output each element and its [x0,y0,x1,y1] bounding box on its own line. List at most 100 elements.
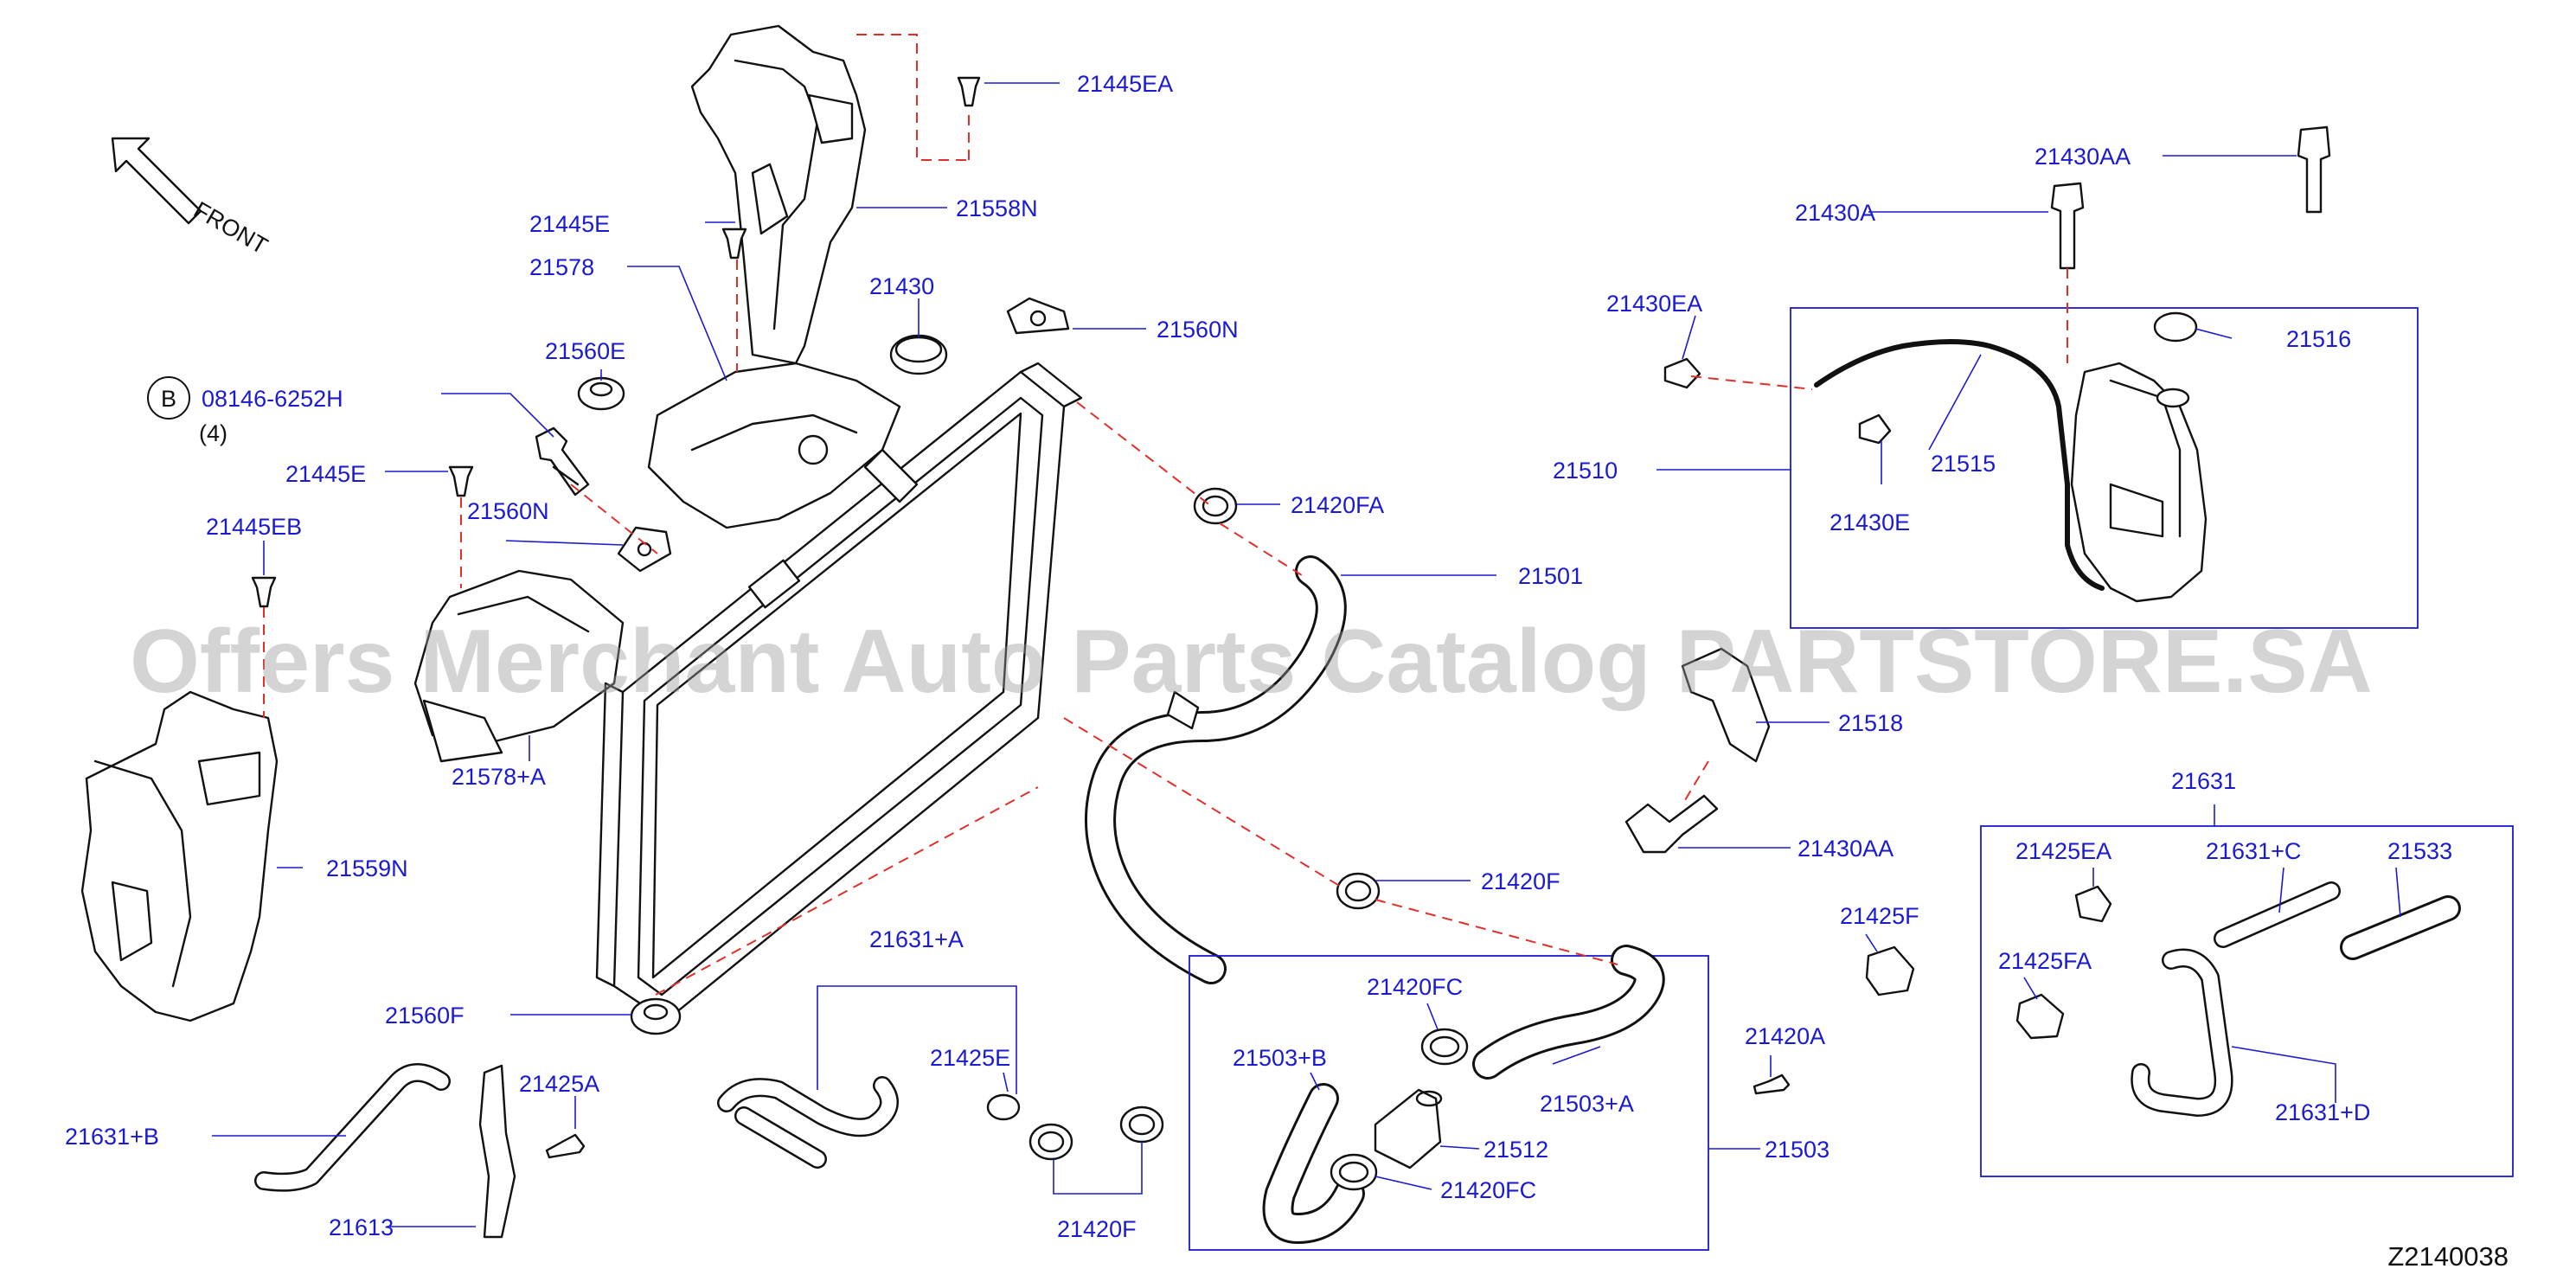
label-21425FA[interactable]: 21425FA [1998,948,2092,974]
air-guide-lower-21559N[interactable] [80,690,279,1022]
hose-clamp-21420FC-top[interactable] [1420,1028,1469,1066]
label-21445EA[interactable]: 21445EA [1077,71,1173,97]
label-21430EA[interactable]: 21430EA [1606,291,1702,317]
bracket-21518[interactable] [1681,647,1771,763]
hose-21631D[interactable] [2131,948,2233,1117]
radiator-shroud-bracket-21578[interactable] [647,362,901,529]
label-21430E[interactable]: 21430E [1829,509,1910,535]
mount-bracket-21560N-top[interactable] [1006,297,1070,335]
bolt-21430AA-mid[interactable] [1624,794,1719,854]
front-arrow-icon [111,137,202,225]
label-21420F-bot[interactable]: 21420F [1057,1216,1137,1242]
label-21445EB[interactable]: 21445EB [206,514,302,540]
label-21430A[interactable]: 21430A [1795,200,1875,226]
reservoir-hose-21515[interactable] [1814,339,2105,591]
label-21420FC-bot[interactable]: 21420FC [1440,1177,1536,1203]
label-21560N-mid[interactable]: 21560N [467,498,549,524]
hose-clamp-21420F-bot-b[interactable] [1119,1105,1164,1144]
hose-clamp-21420F-bot-a[interactable] [1028,1123,1073,1161]
hose-clip-21430E[interactable] [1858,413,1892,445]
label-21560N-top[interactable]: 21560N [1157,317,1239,343]
label-21512[interactable]: 21512 [1483,1137,1548,1163]
label-21503B[interactable]: 21503+B [1233,1045,1327,1071]
cooler-hose-21631A[interactable] [717,1076,899,1169]
label-21445E-top[interactable]: 21445E [529,211,610,237]
part-labels: 21445EA 21558N 21445E 21578 21430 21560N… [65,71,2452,1242]
label-21425EA[interactable]: 21425EA [2015,838,2111,864]
bolt-21430A[interactable] [2050,182,2085,270]
label-21420FC-top[interactable]: 21420FC [1367,974,1463,1000]
label-21425A[interactable]: 21425A [519,1071,599,1097]
leader-lines [212,82,2401,1227]
label-21560E[interactable]: 21560E [545,338,625,364]
lower-hose-21503B[interactable] [1262,1083,1365,1244]
label-21430AA-mid[interactable]: 21430AA [1797,836,1894,862]
label-21533[interactable]: 21533 [2387,838,2452,864]
hose-clamp-21425E[interactable] [986,1093,1021,1121]
bolt-callout-08146-6252H[interactable]: B 08146-6252H (4) [147,376,343,446]
radiator-cap-21430[interactable] [889,334,948,375]
pipe-21533[interactable] [2340,895,2461,960]
hose-clip-21430EA[interactable] [1663,357,1701,389]
clamp-21425FA[interactable] [2015,993,2065,1040]
upper-hose-21501[interactable] [1085,555,1347,984]
clip-21445EB[interactable] [251,576,277,608]
label-21516[interactable]: 21516 [2286,326,2351,352]
radiator-shroud-bracket-21578A[interactable] [413,569,625,763]
label-21560F[interactable]: 21560F [385,1003,465,1028]
label-21445E-mid[interactable]: 21445E [285,461,366,487]
label-21510[interactable]: 21510 [1553,458,1618,484]
reservoir-cap-21516[interactable] [2153,311,2198,343]
label-21631B[interactable]: 21631+B [65,1124,159,1150]
clip-21445E-mid[interactable] [448,465,474,497]
label-21430[interactable]: 21430 [869,273,934,299]
rubber-mount-21560E[interactable] [577,376,625,411]
label-21425F[interactable]: 21425F [1840,903,1919,929]
rubber-mount-21560F[interactable] [630,997,682,1035]
clip-21445E-top[interactable] [721,227,747,260]
label-21503A[interactable]: 21503+A [1540,1091,1634,1117]
label-21631D[interactable]: 21631+D [2275,1099,2370,1125]
front-label: FRONT [189,196,272,259]
label-21430AA-top[interactable]: 21430AA [2035,144,2131,170]
hose-joint-21512[interactable] [1374,1088,1443,1169]
bolt-21425A[interactable] [545,1133,586,1159]
clamp-21425F[interactable] [1865,945,1915,996]
label-21578A[interactable]: 21578+A [452,764,546,790]
hose-clamp-21420F-mid[interactable] [1336,872,1381,910]
bolt-21430AA-top[interactable] [2297,125,2331,214]
hose-bracket-21613[interactable] [478,1064,516,1239]
reservoir-tank-21510[interactable] [2070,362,2208,603]
label-21613[interactable]: 21613 [329,1214,394,1240]
label-21518[interactable]: 21518 [1838,710,1903,736]
label-21425E[interactable]: 21425E [930,1045,1010,1071]
label-21578[interactable]: 21578 [529,254,594,280]
air-guide-upper-21558N[interactable] [690,24,867,365]
label-21420FA[interactable]: 21420FA [1291,492,1384,518]
clip-21445EA[interactable] [957,76,981,107]
cooler-hose-21631B[interactable] [254,1063,451,1192]
bolt-21420A[interactable] [1753,1073,1791,1095]
label-21631[interactable]: 21631 [2171,768,2236,794]
label-21631A[interactable]: 21631+A [869,926,964,952]
hose-clamp-21420FC-bot[interactable] [1330,1153,1378,1191]
callout-badge-letter: B [161,386,176,412]
lower-hose-21503A[interactable] [1472,945,1665,1080]
label-21515[interactable]: 21515 [1931,451,1996,477]
mount-bracket-21560N-mid[interactable] [617,526,672,573]
label-21631C[interactable]: 21631+C [2206,838,2301,864]
hose-clamp-21425EA[interactable] [2074,885,2112,923]
label-21503[interactable]: 21503 [1765,1137,1829,1163]
lower-hose-assembly-box [1189,955,1709,1251]
label-21420F-mid[interactable]: 21420F [1481,868,1560,894]
radiator-core[interactable] [595,362,1083,1022]
label-21558N[interactable]: 21558N [956,195,1038,221]
bolt-08146-6252H[interactable] [535,426,590,497]
assembly-reference-lines [263,34,2068,996]
label-21420A[interactable]: 21420A [1745,1023,1825,1049]
hose-clamp-21420FA[interactable] [1193,487,1238,525]
oil-cooler-hose-box [1980,825,2514,1177]
pipe-21631C[interactable] [2214,881,2341,948]
label-21559N[interactable]: 21559N [326,855,408,881]
label-21501[interactable]: 21501 [1518,563,1583,589]
